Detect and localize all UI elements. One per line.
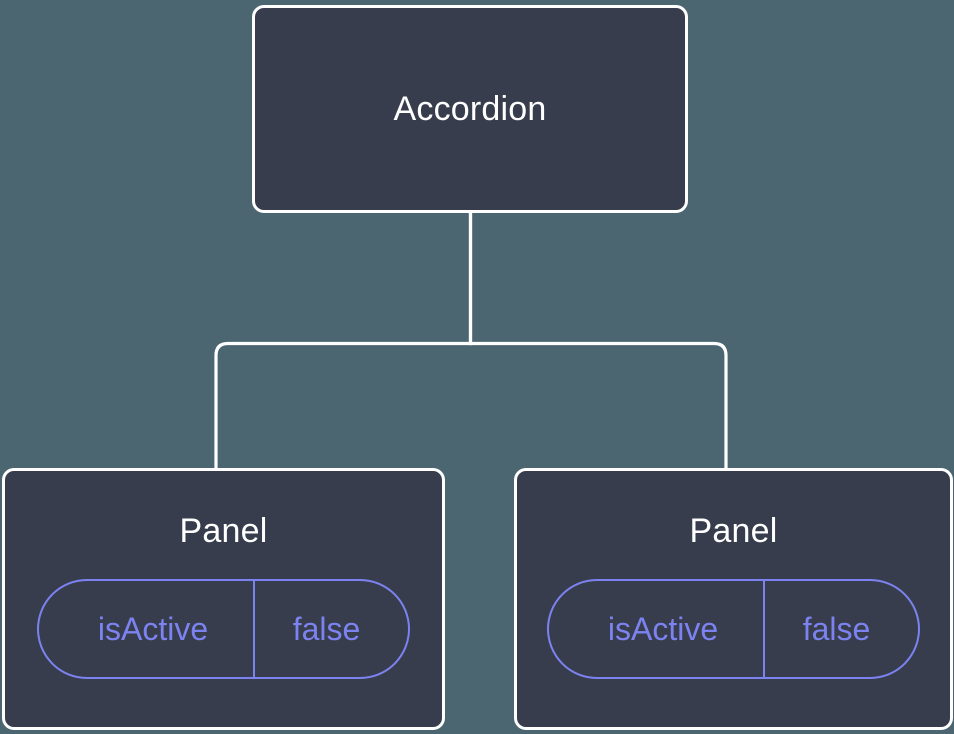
node-panel-2-title: Panel xyxy=(689,512,778,550)
node-panel-1-prop-key: isActive xyxy=(97,611,209,647)
node-panel-1-prop-value: false xyxy=(253,581,408,677)
node-panel-1-prop-isactive[interactable]: isActive false xyxy=(37,579,410,679)
node-panel-1-title: Panel xyxy=(179,512,268,550)
node-panel-2[interactable]: Panel isActive false xyxy=(514,468,953,730)
node-accordion[interactable]: Accordion xyxy=(252,5,688,213)
node-accordion-title: Accordion xyxy=(393,90,547,128)
node-panel-2-prop-isactive[interactable]: isActive false xyxy=(547,579,920,679)
edge-root-to-panel-left xyxy=(214,212,473,470)
node-panel-2-prop-value: false xyxy=(763,581,918,677)
edge-root-to-panel-right xyxy=(468,212,728,470)
node-panel-2-prop-key: isActive xyxy=(607,611,719,647)
node-panel-1[interactable]: Panel isActive false xyxy=(2,468,445,730)
